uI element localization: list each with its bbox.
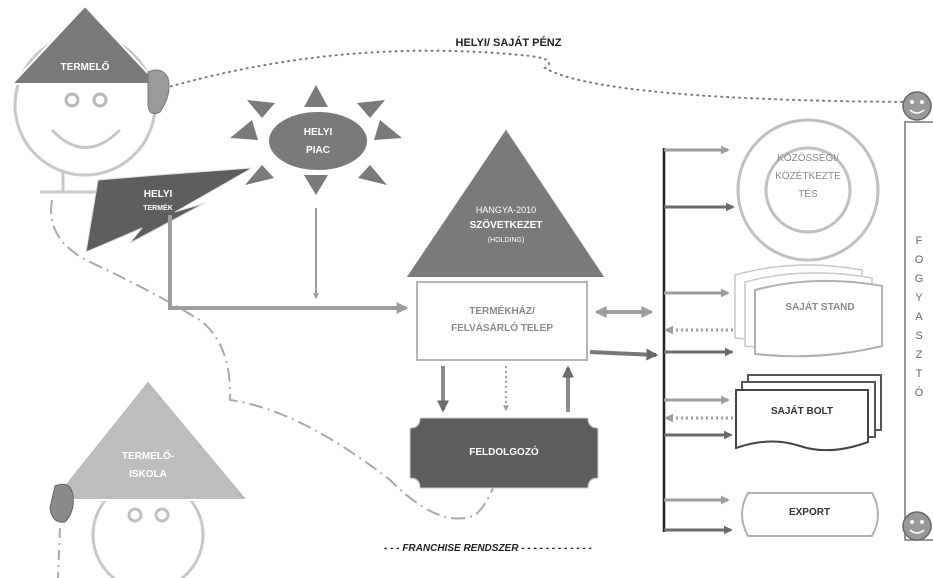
cooperative-label-line1: HANGYA-2010 (475, 205, 537, 215)
cooperative-label: HANGYA-2010 SZÖVETKEZET (HOLDING) (446, 203, 566, 248)
producer-hat (9, 4, 161, 85)
franchise-label-tail: - - - - - - - - - - - - (518, 543, 592, 554)
money-flow-line (164, 49, 913, 103)
local-market-label-line1: HELYI (303, 127, 333, 138)
processor-box (409, 417, 599, 489)
processor-label: FELDOLGOZÓ (469, 447, 539, 458)
producer-smile (50, 128, 122, 149)
public-catering-label: KÖZÖSSÉGI/ KÖZÉTKEZTE TÉS (758, 150, 858, 204)
franchise-line-tail (57, 527, 61, 578)
local-product-bolt (85, 167, 253, 253)
consumer-label-letter: Z (915, 349, 923, 361)
money-flow-label: HELYI/ SAJÁT PÉNZ (455, 37, 562, 49)
local-product-label: HELYI TERMÉK (128, 188, 188, 216)
producer-eye-right (92, 92, 108, 108)
public-catering-label-line3: TÉS (798, 189, 818, 200)
school-label: TERMELŐ- ISKOLA (110, 448, 186, 484)
consumer-label-letter: Y (915, 292, 923, 304)
public-catering-label-line2: KÖZÉTKEZTE (775, 171, 841, 182)
school-hand-icon (49, 483, 74, 523)
cooperative-label-line2: SZÖVETKEZET (469, 220, 543, 231)
warehouse-label-line1: TERMÉKHÁZ/ (469, 306, 535, 317)
school-eye-left (127, 507, 143, 523)
export-label: EXPORT (788, 507, 831, 518)
public-catering-inner-ring (764, 146, 852, 234)
product-to-warehouse-arrow (168, 215, 409, 314)
warehouse-label: TERMÉKHÁZ/ FELVÁSÁRLÓ TELEP (417, 303, 587, 337)
public-catering-label-line1: KÖZÖSSÉGI/ (777, 153, 839, 164)
own-stand-label: SAJÁT STAND (785, 302, 855, 313)
franchise-line (50, 199, 501, 520)
export-shape (741, 492, 879, 537)
consumer-label-letter: T (915, 368, 923, 380)
warehouse-to-channels-arrow (589, 348, 659, 361)
channel-arrows (664, 145, 735, 535)
consumer-label-letter: O (914, 254, 924, 266)
consumer-label-letter: Ó (914, 387, 924, 399)
producer-label: TERMELŐ (60, 62, 110, 73)
school-label-line2: ISKOLA (129, 469, 167, 480)
consumer-smiley-icon-bottom (902, 511, 932, 541)
local-product-label-line1: HELYI (143, 189, 173, 200)
school-hat (49, 378, 251, 501)
cooperative-triangle (403, 126, 608, 279)
own-shop-shape (735, 389, 869, 452)
local-market-sun (230, 85, 402, 195)
producer-hand-icon (147, 69, 170, 114)
consumer-label-letter: F (915, 235, 923, 247)
consumer-smiley-icon-top (902, 91, 932, 121)
consumer-label-letter: G (914, 273, 924, 285)
local-market-label: HELYI PIAC (290, 124, 346, 160)
consumer-column (904, 121, 933, 541)
warehouse-label-line2: FELVÁSÁRLÓ TELEP (450, 323, 554, 334)
producer-eye-left (64, 92, 80, 108)
school-eye-right (154, 507, 170, 523)
consumer-label-letter: A (915, 311, 923, 323)
local-product-label-line2: TERMÉK (143, 205, 173, 212)
cooperative-label-line3: (HOLDING) (487, 237, 525, 244)
own-shop-label: SAJÁT BOLT (770, 406, 834, 417)
school-label-line1: TERMELŐ- (121, 451, 175, 462)
own-stand-shape (754, 279, 883, 358)
local-market-label-line2: PIAC (306, 145, 330, 156)
franchise-label-text: - - - FRANCHISE RENDSZER (384, 543, 519, 554)
warehouse-box (416, 281, 588, 361)
franchise-label: - - - FRANCHISE RENDSZER - - - - - - - -… (384, 543, 592, 556)
consumer-label-letter: S (915, 330, 923, 342)
